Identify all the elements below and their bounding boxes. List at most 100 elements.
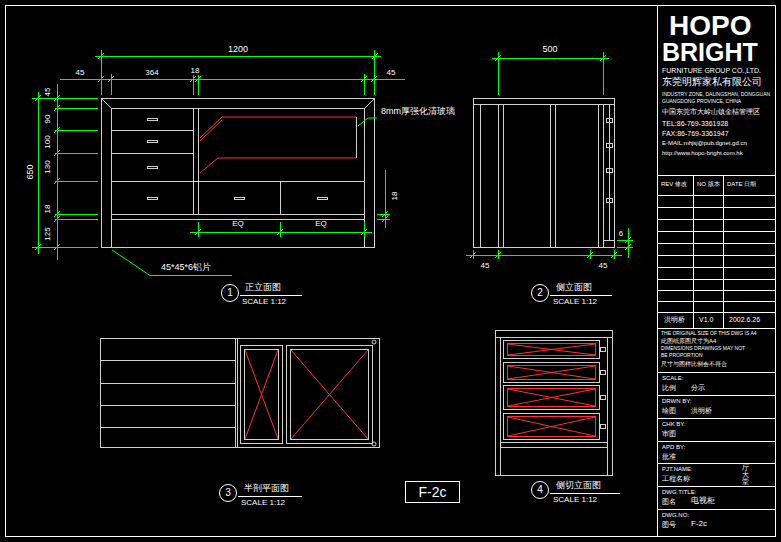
side-section [496,331,613,476]
side-section [500,338,501,476]
drawer-cross [508,366,596,380]
sheet-frame [657,243,776,244]
drawer-cross [508,389,595,406]
glass-shelf [200,120,222,141]
sheet-frame [657,195,776,196]
side-section [496,331,613,476]
dimension-lines [495,55,501,61]
sheet-frame [657,312,776,313]
sheet-frame [657,207,776,208]
dimension-lines [112,250,232,276]
field-label: 图名 [661,498,677,505]
sheet-frame [657,395,776,396]
side-section [501,447,608,448]
view-number-circle: 2 [531,284,549,302]
plan-section [372,442,376,446]
callout-number: 3 [225,488,231,498]
dimension-lines [364,222,365,237]
drawer-cross [508,344,595,355]
view-number-circle: 4 [531,481,549,499]
dimension-lines [54,216,60,222]
dimension-lines [32,98,98,99]
front-elevation [365,99,375,109]
view-number-circle: 3 [219,484,237,502]
dimension-lines [193,74,194,95]
sheet-frame [657,328,776,329]
dimension-lines [617,247,633,248]
side-section [501,442,608,443]
front-elevation [280,182,281,215]
company-text: 东莞明辉家私有限公司 [661,77,763,87]
sheet-frame [693,175,694,328]
drawer-cross [508,389,595,406]
note-text: 45*45*6铝片 [160,263,212,272]
dimension-lines [382,216,388,222]
panel-cross [291,350,368,439]
side-section [601,425,606,429]
callout-number: 1 [227,288,233,298]
view-title-underline [240,295,302,296]
glass-shelf [200,158,356,173]
dimension-lines [54,211,60,217]
drawer-cross [508,417,596,437]
panel-cross [245,350,368,439]
dimension-text: 45 [480,262,491,270]
front-elevation [112,153,194,154]
scale-text: SCALE 1:12 [240,499,286,507]
dimension-lines [55,181,98,182]
dimension-lines [358,118,377,126]
dimension-text: 45 [75,69,86,77]
glass-shelf [200,117,356,138]
dimension-lines [111,74,112,95]
dimension-lines [54,127,60,133]
dimension-lines [611,252,617,258]
dimension-lines [382,211,388,217]
front-elevation [148,167,158,169]
dimension-lines [195,229,201,235]
drawer-cross [508,417,595,436]
dimension-lines [55,130,98,131]
dimension-lines [361,76,367,82]
dimension-lines [625,237,631,243]
plan-section [101,339,380,448]
view-title: 正立面图 [244,283,282,292]
scale-text: SCALE 1:12 [241,298,287,306]
dimension-lines [600,55,606,61]
dimension-text: 125 [44,226,52,241]
dimension-lines [57,84,58,260]
plan-section [241,346,283,444]
table-header: REV 修改 [660,181,688,187]
sheet-frame [657,441,776,442]
dimension-lines [35,95,41,101]
drawing-number-box: F-2c [405,481,460,503]
side-elevation [607,144,613,148]
side-section [601,396,606,400]
field-label: 工程名称 [661,475,691,482]
contact-text: TEL:86-769-3361928 [661,120,729,127]
dimension-lines [32,247,98,248]
dimension-text: 500 [541,45,558,54]
side-elevation [603,105,604,248]
side-elevation [604,240,615,241]
dimension-lines [372,53,378,59]
dimension-lines [190,76,196,82]
sheet-frame [657,372,776,373]
view-title-underline [550,295,612,296]
scale-text: SCALE 1:12 [552,496,598,504]
side-elevation [607,169,613,173]
dimension-lines [108,76,114,82]
view-title: 半剖平面图 [243,484,290,493]
dimension-lines [198,74,199,95]
front-elevation [112,109,365,215]
field-value: 分示 [690,384,706,391]
dimension-lines [55,219,98,220]
dimension-lines [625,244,631,250]
view-title: 侧切立面图 [555,481,602,490]
side-section [601,371,606,375]
dimension-lines [54,105,60,111]
sheet-frame [657,290,776,291]
field-label: DWG.TITLE: [661,489,697,495]
drawer-cross [508,417,595,436]
front-elevation [102,99,375,248]
